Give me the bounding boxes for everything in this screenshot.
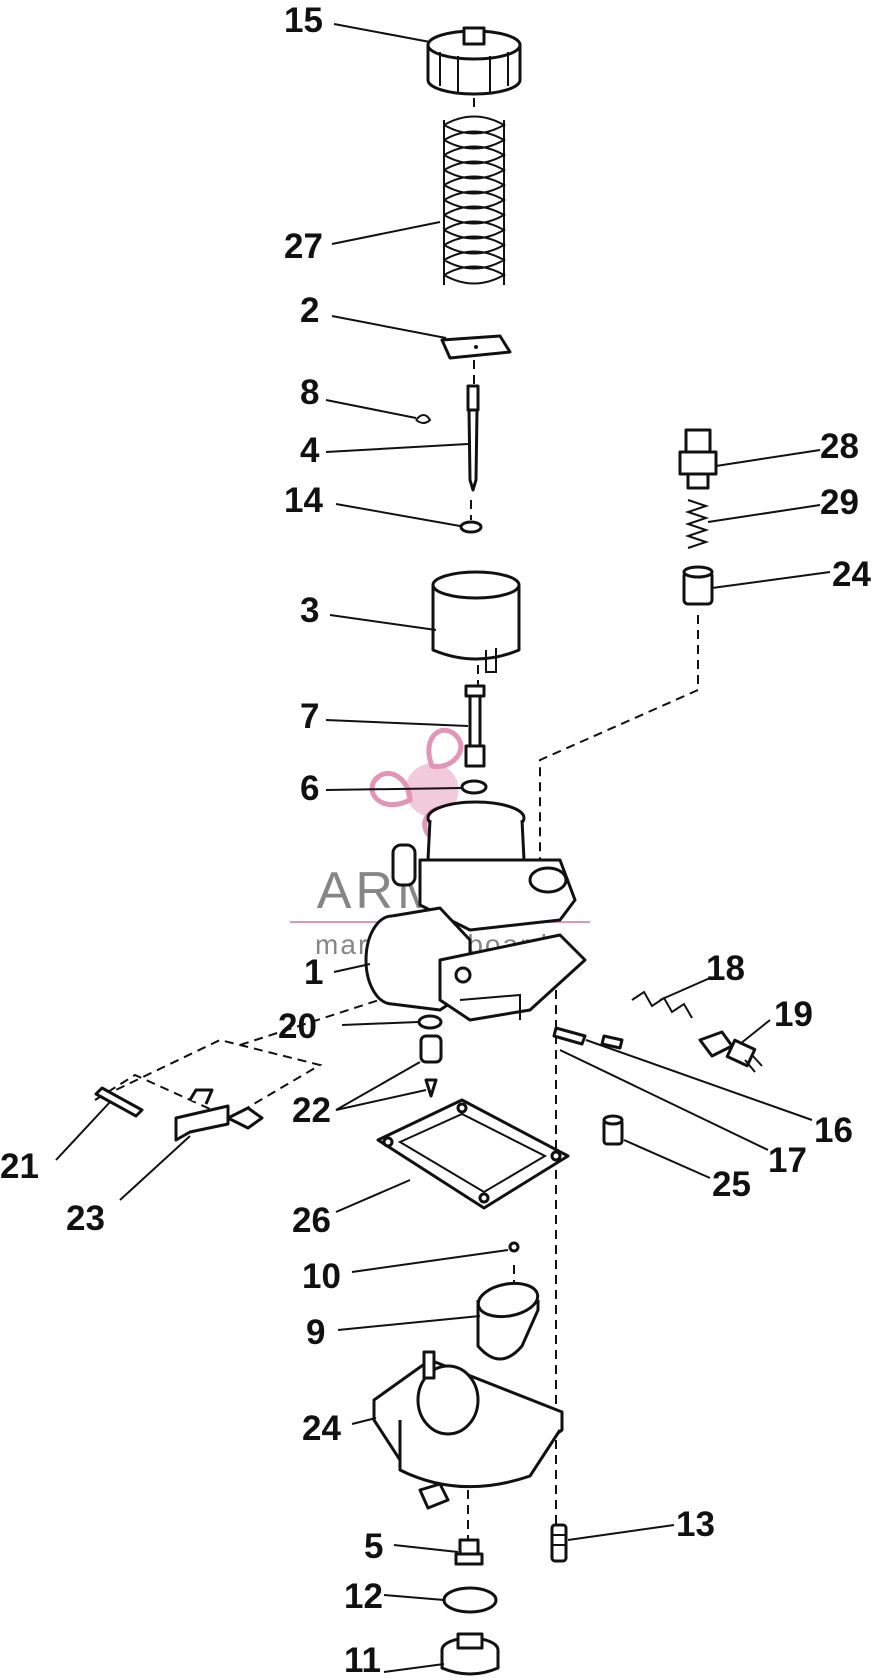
part-9-float	[476, 1281, 540, 1361]
callout-11: 11	[344, 1641, 381, 1678]
callout-2: 2	[300, 291, 319, 330]
part-13-screw	[550, 1523, 568, 1563]
part-27-spring	[443, 115, 507, 285]
part-6-washer	[460, 779, 488, 795]
callout-29: 29	[820, 483, 859, 522]
callout-24-top: 24	[832, 555, 871, 594]
callout-7: 7	[300, 697, 319, 736]
callout-18: 18	[706, 949, 745, 988]
part-15-top-cap	[426, 26, 522, 96]
assembly-guides	[94, 98, 699, 1540]
callout-16: 16	[814, 1111, 853, 1150]
callout-20: 20	[278, 1007, 317, 1046]
part-19-screw	[698, 1030, 763, 1073]
part-18-spring	[631, 990, 693, 1019]
part-1-carburetor-body	[364, 800, 587, 1022]
callout-9: 9	[306, 1313, 325, 1352]
callout-4: 4	[300, 431, 320, 470]
callout-24-bowl: 24	[302, 1409, 341, 1448]
part-12-o-ring	[442, 1586, 498, 1614]
callout-23: 23	[66, 1199, 105, 1238]
part-20-jet	[417, 1014, 443, 1030]
part-14-ring	[459, 520, 483, 534]
callout-12: 12	[344, 1577, 383, 1616]
part-24-cap-small	[682, 565, 714, 606]
part-5-jet	[454, 1538, 484, 1566]
part-22-float-valve	[419, 1034, 443, 1098]
part-8-clip	[415, 414, 432, 424]
callout-3: 3	[300, 591, 319, 630]
part-28-fitting	[678, 428, 718, 490]
callout-13: 13	[676, 1505, 715, 1544]
callout-25: 25	[712, 1165, 751, 1204]
callout-14: 14	[284, 481, 323, 520]
part-4-needle	[466, 384, 480, 492]
part-24-float-bowl	[372, 1350, 564, 1510]
part-26-gasket	[376, 1098, 570, 1210]
part-16-17-screws	[552, 1026, 624, 1050]
callout-26: 26	[292, 1201, 331, 1240]
part-10-pin	[508, 1241, 520, 1253]
callout-15: 15	[284, 1, 323, 40]
part-21-23-choke-lever	[94, 1086, 264, 1142]
callout-27: 27	[284, 227, 323, 266]
leader-lines	[55, 23, 831, 1673]
callout-17: 17	[768, 1141, 807, 1180]
part-11-drain-plug	[440, 1632, 500, 1676]
callout-22: 22	[292, 1091, 331, 1130]
part-25-plug	[602, 1114, 624, 1146]
callout-21: 21	[0, 1147, 39, 1186]
callout-10: 10	[302, 1257, 341, 1296]
part-7-jet-needle	[464, 684, 486, 768]
callout-6: 6	[300, 769, 319, 808]
callout-5: 5	[364, 1527, 383, 1566]
part-29-spring	[684, 499, 710, 549]
callout-1: 1	[304, 953, 323, 992]
callout-19: 19	[774, 995, 813, 1034]
part-2-washer	[440, 334, 512, 360]
callout-8: 8	[300, 373, 319, 412]
callout-28: 28	[820, 427, 859, 466]
part-3-throttle-valve	[431, 570, 521, 673]
